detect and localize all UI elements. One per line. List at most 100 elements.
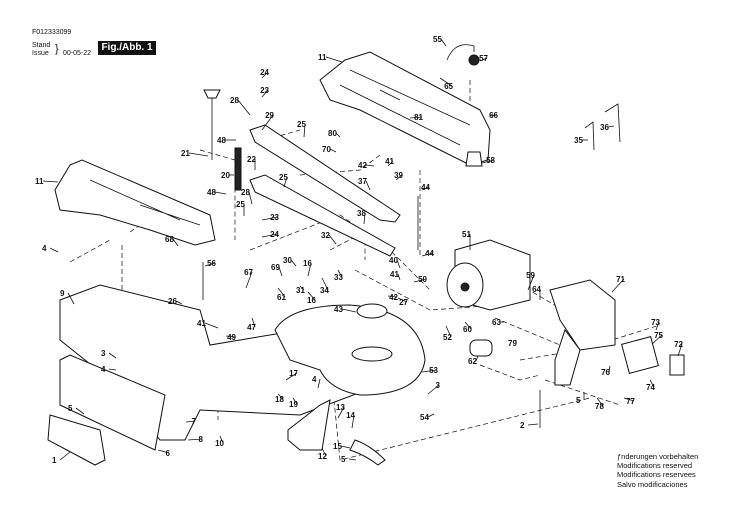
callout-number: 12	[318, 452, 327, 461]
leader-line	[225, 335, 236, 338]
callout-number: 2	[520, 421, 525, 430]
leader-line	[395, 174, 403, 181]
note-line: Modifications reserved	[617, 461, 693, 471]
callout-number: 37	[358, 177, 367, 186]
callout-2: 2	[520, 421, 539, 430]
leader-line	[464, 321, 472, 330]
callout-44: 44	[421, 183, 430, 192]
callout-57: 57	[479, 54, 488, 63]
callout-59: 59	[526, 271, 536, 291]
leader-line	[285, 372, 298, 381]
callout-15: 15	[333, 442, 351, 451]
callout-17: 17	[285, 369, 299, 381]
callout-10: 10	[215, 435, 225, 448]
callout-67: 67	[244, 268, 254, 289]
callout-36: 36	[600, 123, 615, 132]
callout-3: 3	[427, 381, 441, 395]
callout-number: 66	[489, 111, 498, 120]
callout-number: 70	[322, 145, 331, 154]
callout-43: 43	[334, 305, 357, 314]
callout-number: 60	[463, 325, 472, 334]
leader-line	[527, 274, 535, 291]
callout-39: 39	[394, 171, 404, 181]
callout-number: 63	[492, 318, 501, 327]
callout-48: 48	[217, 136, 236, 145]
callout-44: 44	[421, 249, 435, 258]
switch-plate-part	[621, 336, 659, 374]
callout-number: 39	[394, 171, 403, 180]
callout-3: 3	[101, 349, 117, 359]
callout-number: 75	[654, 331, 663, 340]
callout-58: 58	[481, 156, 496, 165]
callout-81: 81	[409, 113, 424, 122]
callout-number: 16	[307, 296, 316, 305]
leader-line	[187, 438, 203, 441]
leader-line	[421, 369, 438, 373]
tension-spring-part	[234, 147, 242, 191]
leader-line	[348, 458, 357, 461]
callout-50: 50	[413, 275, 428, 284]
callout-68: 68	[165, 235, 179, 247]
callout-number: 77	[626, 397, 635, 406]
leader-line	[214, 191, 227, 195]
callout-23: 23	[261, 213, 280, 222]
callout-number: 76	[601, 368, 610, 377]
callout-28: 28	[230, 96, 251, 116]
leader-line	[337, 269, 343, 278]
callout-74: 74	[646, 379, 656, 392]
leader-line	[67, 292, 75, 305]
callout-number: 4	[101, 365, 106, 374]
callout-27: 27	[397, 297, 409, 307]
callout-number: 7	[192, 417, 197, 426]
leader-line	[413, 278, 427, 283]
upper-arm-part	[249, 124, 401, 223]
callout-number: 4	[42, 244, 47, 253]
callout-number: 41	[390, 270, 399, 279]
callout-75: 75	[651, 331, 664, 345]
callout-78: 78	[595, 397, 604, 411]
callout-number: 40	[389, 256, 398, 265]
callout-number: 14	[346, 411, 355, 420]
callout-number: 78	[595, 402, 604, 411]
leader-line	[329, 148, 337, 153]
leader-line	[387, 295, 398, 298]
callout-72: 72	[674, 340, 684, 357]
callout-5: 5	[68, 404, 85, 415]
callout-number: 56	[207, 259, 216, 268]
callout-number: 24	[260, 68, 269, 77]
callout-4: 4	[312, 375, 321, 389]
leader-line	[303, 123, 306, 138]
callout-23: 23	[260, 86, 270, 98]
leader-line	[363, 212, 366, 225]
callout-number: 5	[576, 396, 581, 405]
callout-number: 73	[651, 318, 660, 327]
leader-line	[261, 71, 269, 79]
callout-number: 54	[420, 413, 429, 422]
callout-12: 12	[318, 447, 327, 461]
leader-line	[219, 435, 224, 444]
leader-line	[608, 365, 611, 373]
leader-line	[340, 445, 351, 449]
callout-18: 18	[275, 393, 284, 404]
capacitor-part	[469, 339, 493, 357]
leader-line	[175, 300, 183, 305]
leader-line	[204, 262, 216, 267]
leader-line	[677, 343, 683, 357]
callout-number: 27	[399, 298, 408, 307]
leader-line	[649, 379, 655, 388]
callout-61: 61	[277, 287, 286, 302]
callout-41: 41	[197, 319, 219, 329]
callout-62: 62	[468, 355, 479, 366]
callout-60: 60	[463, 321, 472, 334]
callout-number: 47	[247, 323, 256, 332]
callout-11: 11	[35, 177, 59, 186]
leader-line	[292, 397, 298, 405]
leader-line	[440, 38, 447, 47]
callout-number: 10	[215, 439, 224, 448]
callout-52: 52	[443, 325, 452, 342]
leader-line	[42, 180, 59, 183]
callout-number: 21	[181, 149, 190, 158]
leader-line	[290, 259, 297, 267]
callout-69: 69	[271, 263, 283, 277]
callout-number: 69	[271, 263, 280, 272]
